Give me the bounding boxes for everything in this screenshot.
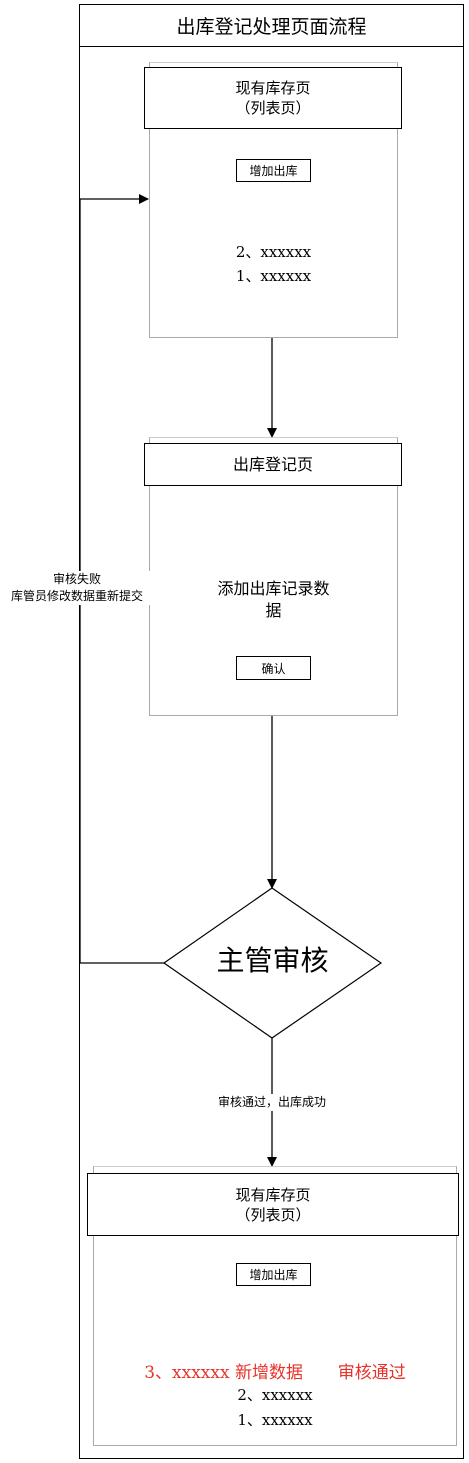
outbound-register-body-line2: 据 bbox=[265, 601, 282, 620]
review-fail-label: 审核失败 库管员修改数据重新提交 bbox=[4, 571, 150, 605]
list-item-3-tag: 新增数据 bbox=[234, 1363, 303, 1383]
confirm-button[interactable]: 确认 bbox=[236, 656, 311, 680]
flow-title: 出库登记处理页面流程 bbox=[79, 4, 464, 47]
decision-diamond bbox=[162, 887, 383, 1039]
review-fail-line2: 库管员修改数据重新提交 bbox=[10, 589, 143, 603]
add-outbound-button-2[interactable]: 增加出库 bbox=[236, 1263, 311, 1286]
list-item-2: 2、xxxxxx bbox=[235, 243, 312, 261]
add-outbound-button-1[interactable]: 增加出库 bbox=[236, 159, 311, 182]
inventory-page-2-subtitle: （列表页） bbox=[235, 1205, 311, 1224]
outbound-register-body-line1: 添加出库记录数 bbox=[217, 579, 330, 598]
decision-label: 主管审核 bbox=[216, 944, 329, 977]
outbound-register-header: 出库登记页 bbox=[144, 443, 402, 486]
list-item-3-new: 3、xxxxxx 新增数据 审核通过 bbox=[93, 1358, 457, 1383]
outbound-register-body: 添加出库记录数 据 bbox=[149, 578, 398, 622]
list-item-1: 1、xxxxxx bbox=[235, 267, 312, 285]
list-item-2b: 2、xxxxxx bbox=[237, 1386, 313, 1404]
inventory-page-1-header: 现有库存页 （列表页） bbox=[144, 67, 402, 129]
list-item-3-index: 3、xxxxxx bbox=[144, 1363, 230, 1383]
list-item-3-status: 审核通过 bbox=[337, 1363, 406, 1383]
inventory-page-1-subtitle: （列表页） bbox=[235, 99, 311, 117]
review-pass-label: 审核通过，出库成功 bbox=[196, 1094, 348, 1111]
inventory-page-2-header: 现有库存页 （列表页） bbox=[87, 1173, 459, 1236]
list-item-1b: 1、xxxxxx bbox=[237, 1411, 313, 1429]
inventory-page-2-title: 现有库存页 bbox=[235, 1185, 311, 1204]
inventory-page-1-title: 现有库存页 bbox=[235, 79, 311, 97]
review-fail-line1: 审核失败 bbox=[52, 572, 101, 586]
